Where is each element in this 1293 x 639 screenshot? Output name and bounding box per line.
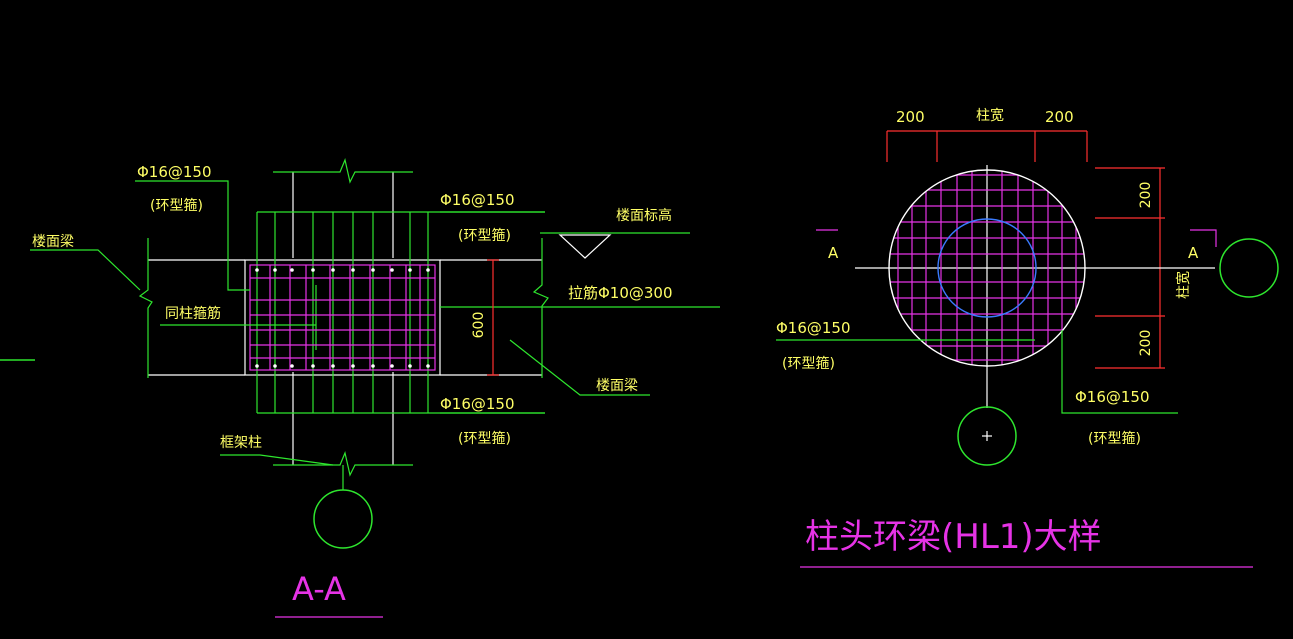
- floor-beam-left-label: 楼面梁: [32, 234, 74, 250]
- left-stirrup-label: Φ16@150: [776, 319, 851, 337]
- section-a-a: 600 Φ16@150 (环型箍) Φ16@150 (环型箍) 楼面标高 楼面梁…: [0, 158, 720, 618]
- bottom-stirrup-label: Φ16@150: [440, 395, 515, 413]
- top-dimension: [886, 130, 1088, 162]
- right-stirrup-note: (环型箍): [1088, 430, 1141, 447]
- vertical-rebars: [256, 211, 545, 414]
- tie-hooks: [255, 268, 430, 368]
- ring-beam-outline: [244, 259, 441, 376]
- leader-lines: [30, 180, 720, 466]
- frame-column-label: 框架柱: [220, 435, 262, 451]
- dim-mid-text: 柱宽: [976, 107, 1004, 124]
- right-stirrup-label: Φ16@150: [1075, 388, 1150, 406]
- top-stirrup-label: Φ16@150: [137, 163, 212, 181]
- beam-break-lines: [138, 238, 549, 378]
- top-right-stirrup-label: Φ16@150: [440, 191, 515, 209]
- ring-beam-plan: 200 柱宽 200 200 柱宽 200 A A: [776, 107, 1279, 568]
- dim-right-mid-text: 柱宽: [1175, 271, 1192, 299]
- floor-beam-right-label: 楼面梁: [596, 378, 638, 394]
- center-lines: [855, 165, 1215, 408]
- dim-right-bottom-text: 200: [1138, 330, 1154, 357]
- height-dimension: [487, 259, 499, 376]
- bottom-stirrup-note: (环型箍): [458, 430, 511, 447]
- ring-beam-circle: [888, 169, 1086, 367]
- section-mark-right: A: [1188, 244, 1199, 262]
- axis-bubble: [313, 489, 373, 549]
- top-right-stirrup-note: (环型箍): [458, 227, 511, 244]
- column-outline: [292, 172, 394, 465]
- plan-title: 柱头环梁(HL1)大样: [805, 517, 1102, 557]
- left-stirrup-note: (环型箍): [782, 355, 835, 372]
- tie-rebar-label: 拉筋Φ10@300: [568, 284, 673, 302]
- section-markers: [816, 229, 1217, 247]
- section-title: A-A: [292, 570, 346, 608]
- plan-leaders: [776, 330, 1178, 414]
- floor-elevation-label: 楼面标高: [616, 207, 672, 224]
- same-column-rebar-label: 同柱箍筋: [165, 305, 221, 322]
- right-dimension: [1095, 167, 1165, 369]
- top-stirrup-note: (环型箍): [150, 197, 203, 214]
- axis-bubble-bottom: [957, 406, 1017, 466]
- dim-right-text: 200: [1045, 108, 1074, 126]
- crosshair-icon: [982, 431, 992, 441]
- elevation-symbol: [558, 234, 612, 259]
- axis-bubble-right: [1219, 238, 1279, 298]
- dim-right-top-text: 200: [1138, 182, 1154, 209]
- stirrup-cage: [249, 264, 436, 371]
- dim-left-text: 200: [896, 108, 925, 126]
- section-mark-left: A: [828, 244, 839, 262]
- column-circle: [937, 218, 1037, 318]
- height-dim-text: 600: [471, 312, 487, 339]
- column-break-lines: [273, 158, 413, 477]
